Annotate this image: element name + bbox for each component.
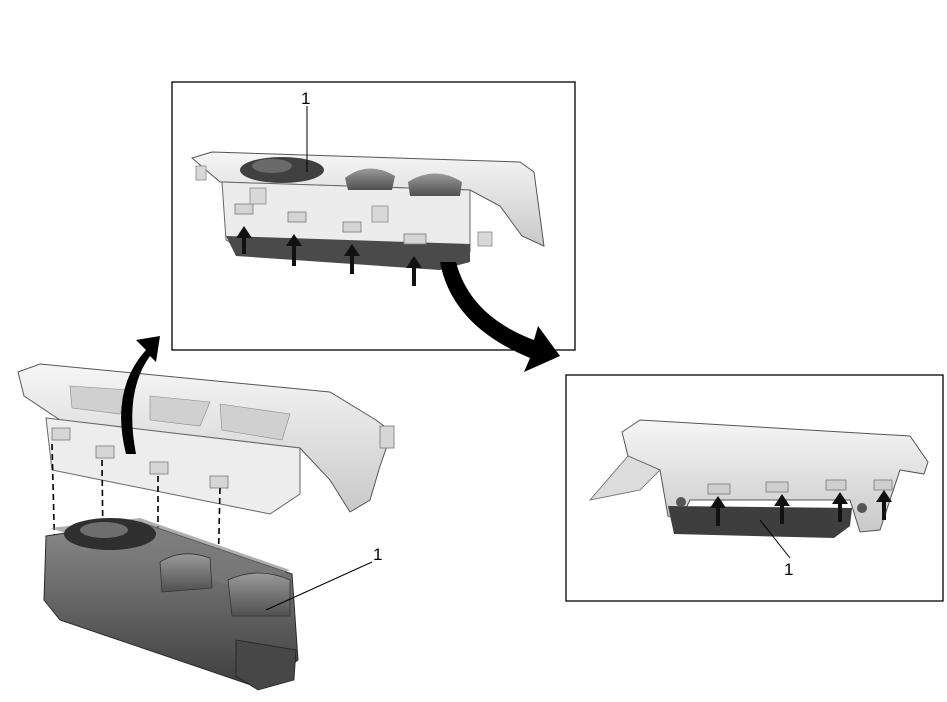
left-assembly-callout: 1 bbox=[373, 545, 382, 564]
right-detail-panel: 1 bbox=[565, 374, 944, 602]
left-exploded-assembly: 1 bbox=[17, 336, 395, 691]
transition-arrow-right bbox=[440, 262, 560, 372]
top-panel-callout: 1 bbox=[301, 89, 310, 108]
right-panel-callout: 1 bbox=[784, 560, 793, 579]
release-tab-arrows bbox=[236, 226, 422, 286]
top-detail-panel: 1 bbox=[171, 81, 576, 351]
release-tab-arrows-right bbox=[710, 490, 892, 526]
